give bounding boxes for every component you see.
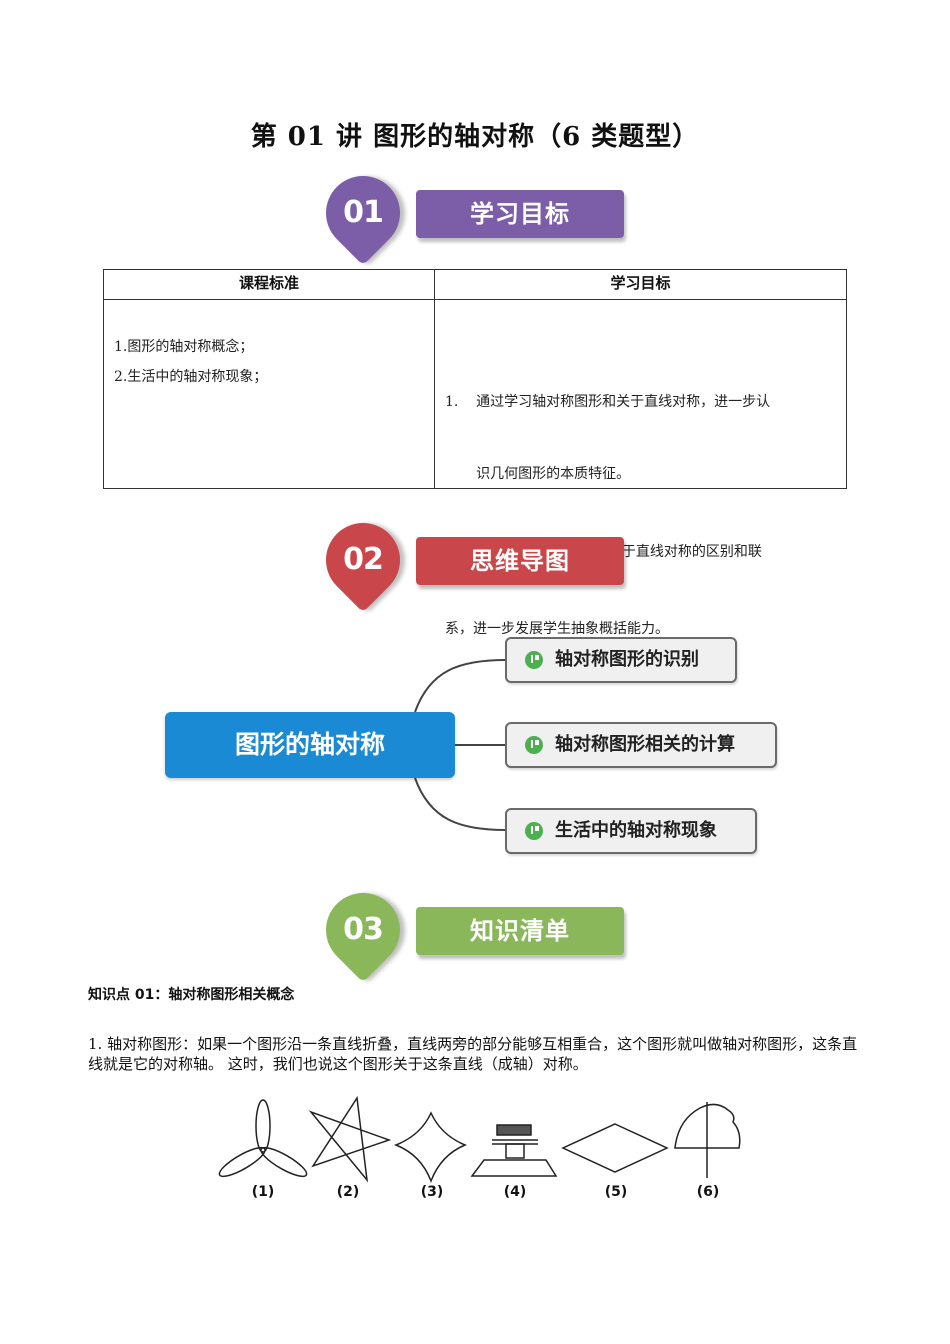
section-number: 03	[343, 912, 384, 947]
branch-label: 生活中的轴对称现象	[555, 820, 717, 841]
standards-cell: 1.图形的轴对称概念； 2.生活中的轴对称现象；	[114, 332, 267, 392]
objective-line: 系，进一步发展学生抽象概括能力。	[445, 621, 669, 637]
figure-label: (4)	[503, 1184, 527, 1200]
figure-5-rhombus	[561, 1123, 669, 1173]
figure-4-lamp	[470, 1124, 558, 1177]
figure-label: (3)	[420, 1184, 444, 1200]
figure-label: (6)	[696, 1184, 720, 1200]
figure-label: (1)	[251, 1184, 275, 1200]
table-header-standards: 课程标准	[104, 270, 434, 300]
page-title: 第 01 讲 图形的轴对称（6 类题型）	[250, 122, 700, 152]
mind-map-branch: 轴对称图形相关的计算	[505, 722, 777, 768]
knowledge-paragraph: 1. 轴对称图形：如果一个图形沿一条直线折叠，直线两旁的部分能够互相重合，这个图…	[88, 1035, 858, 1073]
objective-line: 识几何图形的本质特征。	[445, 466, 631, 482]
mind-map-branch: 生活中的轴对称现象	[505, 808, 757, 854]
flag-icon	[525, 736, 543, 754]
section-number: 01	[343, 195, 384, 230]
figure-3-curved-star	[393, 1111, 467, 1184]
branch-label: 轴对称图形的识别	[555, 649, 699, 670]
figure-2-star	[308, 1095, 392, 1183]
section-number: 02	[343, 542, 384, 577]
table-divider	[434, 270, 435, 488]
mind-map-branch: 轴对称图形的识别	[505, 637, 737, 683]
flag-icon	[525, 651, 543, 669]
mind-map-center-node: 图形的轴对称	[165, 712, 455, 778]
figure-label: (2)	[336, 1184, 360, 1200]
knowledge-point-heading: 知识点 01：轴对称图形相关概念	[88, 987, 295, 1003]
section-label: 学习目标	[416, 190, 624, 238]
branch-label: 轴对称图形相关的计算	[555, 734, 735, 755]
figure-6-tree	[674, 1102, 741, 1178]
standard-item: 2.生活中的轴对称现象；	[114, 369, 268, 385]
flag-icon	[525, 822, 543, 840]
objective-line: 1. 通过学习轴对称图形和关于直线对称，进一步认	[445, 394, 771, 410]
standard-item: 1.图形的轴对称概念；	[114, 339, 254, 355]
section-label: 思维导图	[416, 537, 624, 585]
figure-1-propeller	[218, 1099, 308, 1178]
table-header-objectives: 学习目标	[435, 270, 846, 300]
section-label: 知识清单	[416, 907, 624, 955]
figure-label: (5)	[604, 1184, 628, 1200]
